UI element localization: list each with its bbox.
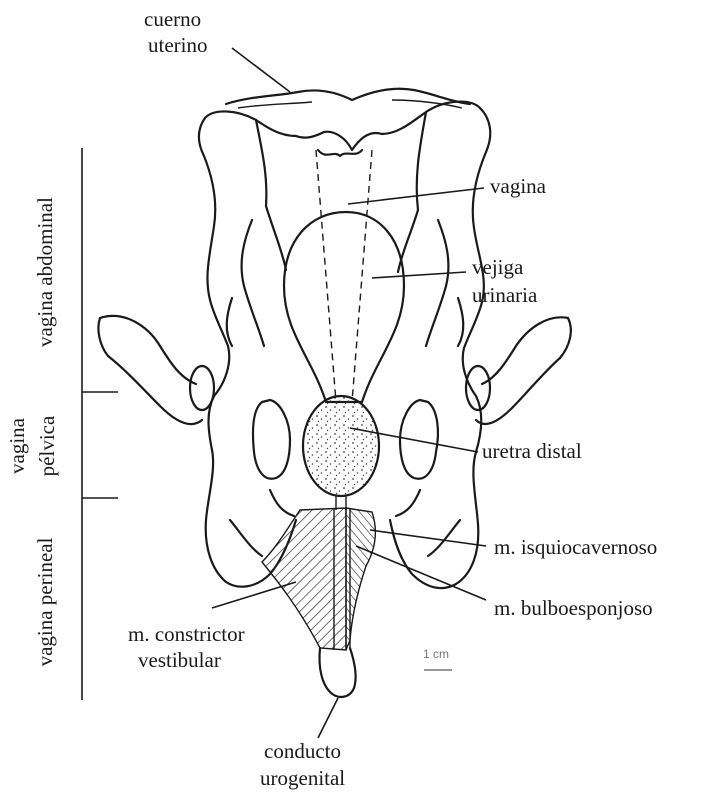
label-urogenital: urogenital <box>260 766 345 790</box>
left-obturator-foramen <box>253 400 290 479</box>
label-constrictor: m. constrictor <box>128 622 245 646</box>
label-uterino: uterino <box>148 33 207 57</box>
right-obturator-foramen <box>400 400 438 479</box>
left-iliac-wing <box>199 118 296 587</box>
distal-urethra <box>303 396 379 496</box>
label-bulboesponjoso: m. bulboesponjoso <box>494 596 653 620</box>
right-iliac-wing <box>390 108 490 588</box>
region-vagina-pelvica-1: vagina <box>5 417 29 474</box>
label-isquiocavernoso: m. isquiocavernoso <box>494 535 657 559</box>
label-conducto: conducto <box>264 739 341 763</box>
label-vejiga: vejiga <box>472 255 524 279</box>
label-cuerno: cuerno <box>144 7 201 31</box>
right-femur <box>466 317 571 424</box>
region-vagina-abdominal: vagina abdominal <box>33 197 57 347</box>
structure-labels: cuerno uterino vagina vejiga urinaria ur… <box>128 7 657 790</box>
label-vestibular: vestibular <box>138 648 221 672</box>
vagina-body <box>316 150 372 402</box>
left-femur <box>98 316 214 424</box>
scale-bar-label: 1 cm <box>423 647 449 661</box>
label-urinaria: urinaria <box>472 283 538 307</box>
urogenital-duct <box>319 648 355 697</box>
urinary-bladder <box>284 212 404 402</box>
label-uretra-distal: uretra distal <box>482 439 582 463</box>
region-vagina-perineal: vagina perineal <box>33 537 57 666</box>
region-vagina-pelvica-2: pélvica <box>35 415 59 476</box>
uterine-horns <box>226 89 470 104</box>
left-femoral-head <box>190 366 214 410</box>
label-vagina: vagina <box>490 174 547 198</box>
region-labels: vagina abdominal vagina pélvica vagina p… <box>5 197 59 667</box>
region-brackets <box>82 148 118 700</box>
